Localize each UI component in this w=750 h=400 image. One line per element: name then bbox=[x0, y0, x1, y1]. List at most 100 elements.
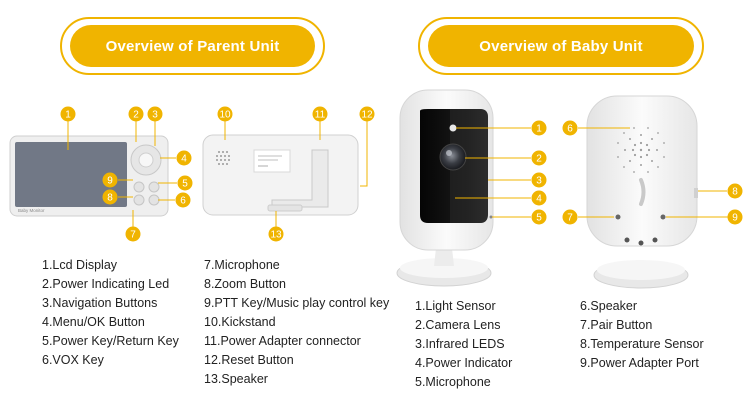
callout-badge: 7 bbox=[562, 209, 578, 225]
callout-circle bbox=[562, 209, 578, 225]
legend-item: 7.Microphone bbox=[204, 258, 280, 272]
speaker-grille bbox=[216, 151, 230, 165]
legend-item: 10.Kickstand bbox=[204, 315, 276, 329]
callout-circle bbox=[175, 192, 191, 208]
vox-key bbox=[148, 194, 160, 206]
callout-circle bbox=[217, 106, 233, 122]
callout-number: 1 bbox=[536, 124, 542, 135]
callout-badge: 4 bbox=[176, 150, 192, 166]
callout-badge: 6 bbox=[175, 192, 191, 208]
callout-number: 1 bbox=[65, 110, 71, 121]
callout-number: 7 bbox=[567, 213, 573, 224]
legend-item: 5.Microphone bbox=[415, 375, 491, 389]
callout-circle bbox=[562, 120, 578, 136]
baby-legend-column-2: 6.Speaker 7.Pair Button 8.Temperature Sens… bbox=[580, 297, 704, 373]
callout-circle bbox=[531, 120, 547, 136]
callout-badge: 5 bbox=[177, 175, 193, 191]
callout-badge: 13 bbox=[268, 226, 284, 242]
callout-circle bbox=[312, 106, 328, 122]
callout-number: 13 bbox=[270, 230, 282, 241]
callout-circle bbox=[268, 226, 284, 242]
legend-item: 6.Speaker bbox=[580, 299, 637, 313]
callout-circle bbox=[531, 172, 547, 188]
legend-item: 4.Menu/OK Button bbox=[42, 315, 145, 329]
baby-callouts: 1 2 3 4 5 6 7 8 9 bbox=[531, 120, 743, 225]
legend-item: 3.Navigation Buttons bbox=[42, 296, 158, 310]
legend-item: 6.VOX Key bbox=[42, 353, 104, 367]
callout-circle bbox=[727, 209, 743, 225]
callout-badge: 9 bbox=[727, 209, 743, 225]
light-sensor bbox=[449, 124, 457, 132]
callout-number: 6 bbox=[180, 196, 186, 207]
legend-item: 9.PTT Key/Music play control key bbox=[204, 296, 390, 310]
legend-item: 4.Power Indicator bbox=[415, 356, 513, 370]
lcd-display bbox=[15, 142, 127, 207]
callout-number: 2 bbox=[133, 110, 139, 121]
callout-number: 9 bbox=[107, 176, 113, 187]
callout-badge: 1 bbox=[531, 120, 547, 136]
power-adapter-port bbox=[694, 188, 698, 198]
callout-number: 8 bbox=[107, 193, 113, 204]
callout-number: 8 bbox=[732, 187, 738, 198]
callout-number: 7 bbox=[130, 230, 136, 241]
callout-circle bbox=[727, 183, 743, 199]
legend-item: 8.Zoom Button bbox=[204, 277, 286, 291]
back-label bbox=[253, 149, 291, 173]
callout-badge: 9 bbox=[102, 172, 118, 188]
callout-badge: 12 bbox=[359, 106, 375, 122]
legend-item: 2.Camera Lens bbox=[415, 318, 501, 332]
callout-badge: 1 bbox=[60, 106, 76, 122]
callout-number: 5 bbox=[182, 179, 188, 190]
screen-brand-label: Baby Monitor bbox=[18, 208, 45, 213]
callout-badge: 8 bbox=[727, 183, 743, 199]
baby-unit-front bbox=[396, 89, 494, 287]
parent-unit-back bbox=[202, 134, 359, 216]
parent-unit-front: Baby Monitor bbox=[9, 135, 169, 217]
callout-number: 3 bbox=[536, 176, 542, 187]
callout-badge: 3 bbox=[147, 106, 163, 122]
callout-badge: 11 bbox=[312, 106, 328, 122]
parent-legend-column-2: 7.Microphone 8.Zoom Button 9.PTT Key/Music… bbox=[204, 256, 389, 389]
legend-item: 3.Infrared LEDS bbox=[415, 337, 505, 351]
callout-number: 3 bbox=[152, 110, 158, 121]
legend-item: 5.Power Key/Return Key bbox=[42, 334, 179, 348]
callout-circle bbox=[531, 190, 547, 206]
legend-item: 2.Power Indicating Led bbox=[42, 277, 170, 291]
legend-item: 7.Pair Button bbox=[580, 318, 653, 332]
camera-lens bbox=[439, 143, 467, 171]
callout-number: 9 bbox=[732, 213, 738, 224]
legend-item: 1.Light Sensor bbox=[415, 299, 496, 313]
callout-badge: 5 bbox=[531, 209, 547, 225]
callout-number: 6 bbox=[567, 124, 573, 135]
baby-unit-header: Overview of Baby Unit bbox=[418, 17, 704, 75]
baby-unit-title: Overview of Baby Unit bbox=[428, 25, 694, 67]
callout-badge: 8 bbox=[102, 189, 118, 205]
menu-ok-button bbox=[138, 152, 154, 168]
ptt-button bbox=[133, 181, 145, 193]
power-key bbox=[148, 181, 160, 193]
callout-badge: 4 bbox=[531, 190, 547, 206]
callout-number: 2 bbox=[536, 154, 542, 165]
callout-circle bbox=[531, 209, 547, 225]
callout-circle bbox=[531, 150, 547, 166]
callout-number: 4 bbox=[536, 194, 542, 205]
microphone-hole bbox=[489, 215, 493, 219]
legend-item: 12.Reset Button bbox=[204, 353, 294, 367]
callout-circle bbox=[359, 106, 375, 122]
callout-circle bbox=[102, 172, 118, 188]
zoom-button bbox=[133, 194, 145, 206]
callout-badge: 6 bbox=[562, 120, 578, 136]
callout-badge: 3 bbox=[531, 172, 547, 188]
callout-number: 11 bbox=[315, 110, 326, 121]
callout-badge: 10 bbox=[217, 106, 233, 122]
callout-circle bbox=[125, 226, 141, 242]
baby-unit-back bbox=[586, 95, 698, 289]
callout-leader-lines bbox=[67, 121, 728, 227]
callout-circle bbox=[177, 175, 193, 191]
temperature-sensor bbox=[639, 178, 646, 206]
legend-item: 9.Power Adapter Port bbox=[580, 356, 699, 370]
legend-item: 13.Speaker bbox=[204, 372, 268, 386]
legend-item: 8.Temperature Sensor bbox=[580, 337, 704, 351]
